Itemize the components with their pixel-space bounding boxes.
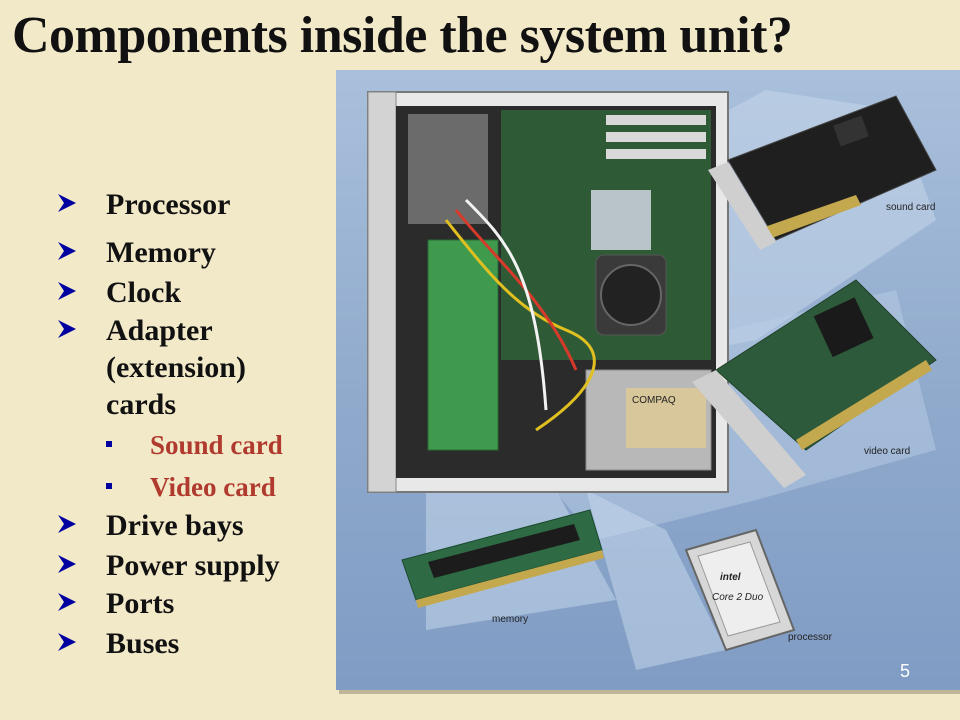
bullet-processor: Processor [56,186,380,224]
arrow-bullet-icon [58,633,76,651]
processor-label: processor [788,632,833,643]
chip-brand-label: intel [720,572,741,583]
bullet-adapter-cards: Adapter (extension) cards [56,312,380,423]
sound-card-label: sound card [886,202,935,213]
arrow-bullet-icon [58,282,76,300]
square-bullet-icon [106,441,112,447]
bullet-ports: Ports [56,585,380,623]
video-card-photo [692,279,937,488]
arrow-bullet-icon [58,515,76,533]
computer-case: COMPAQ [367,91,729,493]
bullet-clock: Clock [56,274,380,312]
processor-photo: intel Core 2 Duo [684,528,796,652]
memory-module-photo [401,509,604,608]
arrow-bullet-icon [58,593,76,611]
video-card-label: video card [864,446,910,457]
arrow-bullet-icon [58,242,76,260]
component-bullet-list: Processor Memory Clock Adapter (extensio… [56,186,380,663]
bullet-memory: Memory [56,234,380,272]
arrow-bullet-icon [58,555,76,573]
arrow-bullet-icon [58,320,76,338]
system-unit-illustration: COMPAQ sound card video card m [336,70,960,690]
arrow-bullet-icon [58,194,76,212]
sub-bullet-video-card: Video card [106,467,380,507]
sub-bullet-sound-card: Sound card [106,425,380,465]
bullet-drive-bays: Drive bays [56,507,380,545]
memory-label: memory [492,614,528,625]
chip-model-label: Core 2 Duo [712,592,764,603]
sound-card-photo [708,95,937,250]
system-unit-photo: COMPAQ sound card video card m [367,90,937,670]
case-brand-label: COMPAQ [632,395,676,406]
square-bullet-icon [106,483,112,489]
slide-title: Components inside the system unit? [12,7,793,64]
bullet-power-supply: Power supply [56,547,380,585]
page-number: 5 [899,661,910,681]
bullet-buses: Buses [56,625,380,663]
